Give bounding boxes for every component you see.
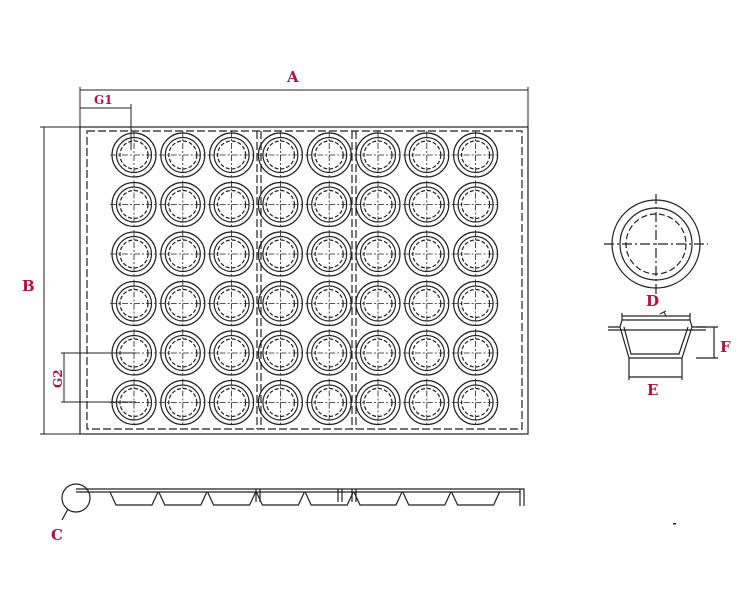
label-b: B [22,277,35,295]
cup [256,378,305,427]
cup [451,329,500,377]
cup [158,279,207,328]
cup [354,378,402,427]
cup [354,180,402,229]
cup [305,378,354,427]
label-a: A [286,68,299,86]
label-e: E [647,381,658,399]
cup [110,131,158,179]
cup [305,279,354,328]
cup-detail-section [608,310,718,380]
dimension-g2 [61,352,136,403]
cup [451,378,500,427]
cup [305,180,354,229]
dimension-a [79,87,529,127]
cup [256,131,305,179]
cup [305,230,354,278]
cup [207,378,256,427]
cup [402,329,451,377]
cup [451,230,500,278]
cup [207,329,256,377]
label-g1: G1 [94,93,113,107]
cup-grid [110,131,500,427]
side-cup [402,491,452,506]
side-cup-row [109,491,501,506]
cup [402,180,451,229]
tray-top-view [79,126,529,435]
side-cup [451,491,501,506]
cup [305,131,354,179]
cup [110,279,158,328]
side-cup [304,491,354,506]
cup-detail-top [604,194,708,294]
cup [354,329,402,377]
side-cup [158,491,208,506]
label-g2: G2 [51,369,65,388]
cup [207,279,256,328]
cup [256,230,305,278]
cup [402,378,451,427]
cup [451,180,500,229]
side-cup [207,491,257,506]
dimension-g1 [80,104,132,150]
cup [354,131,402,179]
cup [305,329,354,377]
tray-inner-frame [86,130,523,430]
cup [158,230,207,278]
tray-side-view [61,483,525,521]
cup [354,279,402,328]
stray-mark [673,523,676,525]
cup [256,180,305,229]
cup [207,131,256,179]
cup [451,131,500,179]
dimension-b [40,126,80,435]
cup [110,180,158,229]
detail-c-circle [61,483,91,513]
label-f: F [720,338,731,356]
side-cup [255,491,305,506]
cup [256,329,305,377]
cup [402,279,451,328]
label-d: D [646,292,659,310]
cup [207,230,256,278]
cup [402,131,451,179]
cup [158,131,207,179]
cup [451,279,500,328]
cup [402,230,451,278]
cup [110,230,158,278]
cup [207,180,256,229]
label-c: C [51,526,63,544]
cup [256,279,305,328]
cup [158,180,207,229]
cup [354,230,402,278]
cup [158,378,207,427]
side-cup [353,491,403,506]
tray-outer-frame [79,126,529,435]
cup [158,329,207,377]
side-cup [109,491,159,506]
